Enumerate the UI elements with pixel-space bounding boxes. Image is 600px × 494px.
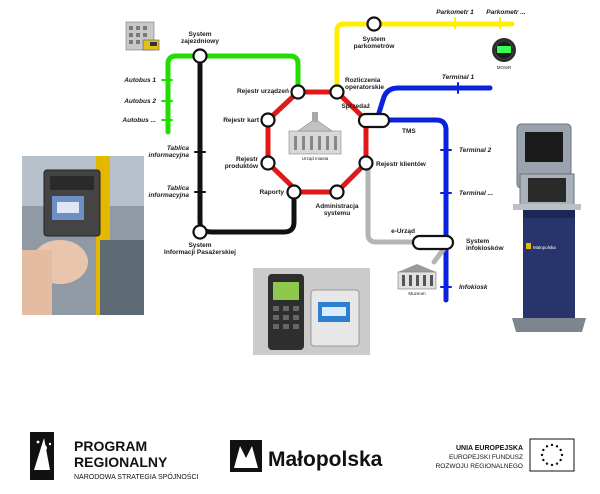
label-raporty: Raporty	[259, 189, 284, 196]
program-line-2: REGIONALNY	[74, 454, 168, 470]
gray-line	[365, 157, 421, 245]
label-terminal-n: Terminal ...	[459, 190, 493, 197]
label-parkometr-1: Parkometr 1	[436, 9, 474, 16]
program-regionalny-logo: PROGRAM REGIONALNY NARODOWA STRATEGIA SP…	[30, 432, 199, 481]
eu-star	[545, 445, 549, 448]
station-parkometrow[interactable]	[366, 16, 382, 32]
depot-building-icon	[125, 21, 160, 51]
station-rejestr-klientow[interactable]	[358, 155, 374, 171]
eu-star	[555, 445, 559, 448]
stations	[192, 16, 455, 251]
label-sprzedaz: Sprzedaż	[341, 103, 370, 110]
station-e-urzad[interactable]	[411, 234, 455, 251]
eu-star	[540, 453, 544, 457]
malopolska-logo: Małopolska	[230, 440, 383, 472]
yellow-line	[334, 21, 515, 91]
station-rejestr-kart[interactable]	[260, 112, 276, 128]
payment-terminal-photo	[253, 268, 370, 355]
eu-line-2: EUROPEJSKI FUNDUSZ	[449, 454, 523, 461]
label-terminal-1: Terminal 1	[442, 74, 475, 81]
label-rejestr-klientow: Rejestr klientów	[376, 161, 427, 168]
blue-line-right	[385, 117, 449, 303]
station-administracja[interactable]	[329, 184, 345, 200]
station-zajezdniowy[interactable]	[192, 48, 208, 64]
station-rejestr-urzadzen[interactable]	[290, 84, 306, 100]
mosir-gate-icon: MOSiR	[492, 38, 516, 70]
eu-star	[550, 443, 554, 447]
label-rejestr-kart: Rejestr kart	[223, 117, 260, 124]
eu-flag-icon	[529, 438, 575, 472]
label-autobus-1: Autobus 1	[123, 77, 156, 84]
label-urzad-miasta: Urząd miasta	[302, 156, 329, 161]
eu-line-3: ROZWOJU REGIONALNEGO	[436, 463, 523, 470]
malopolska-text: Małopolska	[268, 448, 383, 471]
eu-star	[559, 458, 562, 462]
label-autobus-n: Autobus ...	[121, 117, 156, 124]
label-infokiosk: Infokiosk	[459, 284, 488, 291]
eu-star	[550, 463, 554, 467]
label-parkometr-n: Parkometr ...	[486, 9, 526, 16]
network-lines	[161, 17, 515, 303]
label-autobus-2: Autobus 2	[123, 98, 156, 105]
label-tms: TMS	[402, 128, 416, 135]
label-mosir: MOSiR	[497, 65, 512, 70]
program-line-1: PROGRAM	[74, 438, 147, 454]
eu-star	[560, 453, 564, 457]
eu-star	[555, 462, 559, 465]
eu-line-1: UNIA EUROPEJSKA	[456, 445, 523, 452]
station-raporty[interactable]	[286, 184, 302, 200]
label-e-urzad: e-Urząd	[391, 228, 415, 235]
info-kiosk-photo: Małopolska	[512, 123, 586, 332]
eu-stars	[540, 443, 564, 467]
blue-line-top	[375, 85, 493, 119]
label-rejestr-urzadzen: Rejestr urządzeń	[237, 88, 289, 95]
eu-star	[559, 448, 562, 452]
eu-star	[542, 448, 545, 452]
city-hall-icon: Urząd miasta	[288, 112, 342, 161]
museum-icon: Muzeum	[397, 264, 437, 296]
station-sprzedaz[interactable]	[357, 112, 391, 129]
ticket-validator-photo	[22, 156, 144, 315]
label-muzeum: Muzeum	[408, 291, 426, 296]
kiosk-brand-text: Małopolska	[533, 245, 556, 250]
eu-logo: UNIA EUROPEJSKA EUROPEJSKI FUNDUSZ ROZWO…	[436, 438, 575, 472]
black-line	[197, 53, 297, 235]
label-terminal-2: Terminal 2	[459, 147, 492, 154]
green-line	[165, 53, 301, 135]
eu-star	[545, 462, 549, 465]
station-informacji[interactable]	[192, 224, 208, 240]
station-rejestr-produktow[interactable]	[260, 155, 276, 171]
station-rozliczenia[interactable]	[329, 84, 345, 100]
program-line-3: NARODOWA STRATEGIA SPÓJNOŚCI	[74, 472, 199, 481]
eu-star	[542, 458, 545, 462]
